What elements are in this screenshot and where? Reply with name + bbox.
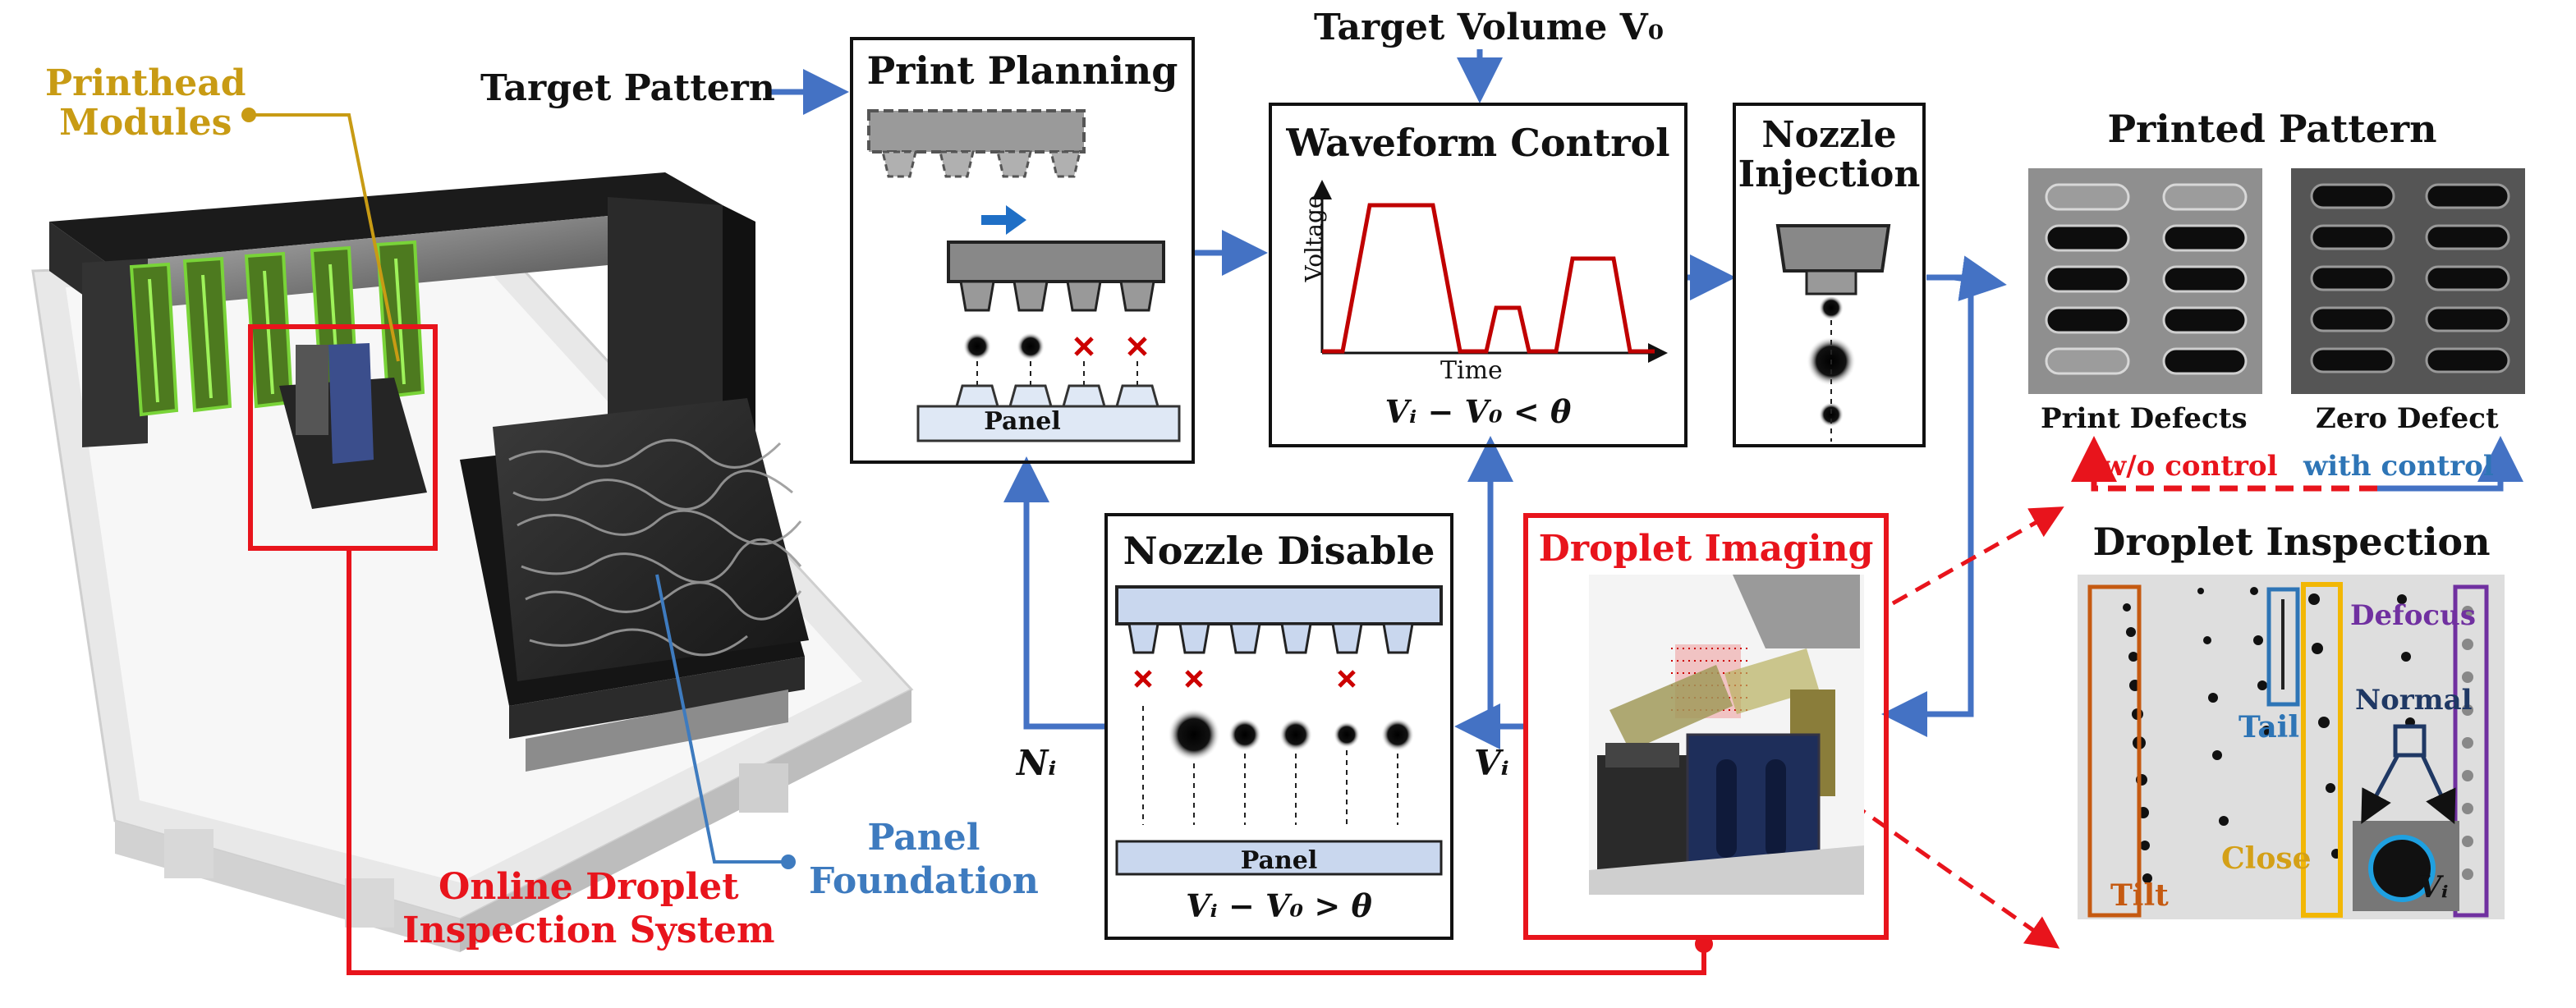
droplet-inspection-art [2078, 575, 2505, 919]
nozzle-disable-condition: Vᵢ − V₀ > θ [1186, 887, 1372, 924]
droplet-imaging-box: Droplet Imaging [1523, 513, 1889, 940]
print-planning-title: Print Planning [866, 48, 1178, 93]
droplet-inspection-title: Droplet Inspection [2092, 520, 2491, 564]
target-volume-label: Target Volume V₀ [1314, 7, 1665, 48]
droplet-imaging-title: Droplet Imaging [1538, 528, 1874, 570]
print-planning-panel-label: Panel [984, 407, 1061, 436]
inspection-v-i-label: Vᵢ [2418, 870, 2449, 905]
zero-defect-label: Zero Defect [2316, 402, 2499, 435]
printhead-modules-label: Printhead Modules [45, 62, 246, 144]
waveform-ylabel: Voltage [1300, 195, 1328, 282]
online-system-label: Online Droplet Inspection System [402, 866, 775, 951]
printed-pattern-title: Printed Pattern [2107, 107, 2437, 151]
nozzle-injection-title: Nozzle Injection [1738, 114, 1921, 196]
tilt-label: Tilt [2110, 878, 2169, 913]
normal-label: Normal [2355, 684, 2473, 717]
nozzle-injection-art [1775, 224, 1891, 442]
tail-label: Tail [2239, 710, 2300, 745]
nozzle-disable-art [1115, 585, 1443, 876]
print-planning-art [867, 109, 1181, 442]
printed-pattern-art [2028, 168, 2525, 394]
waveform-control-box: Waveform Control Voltage Time Vᵢ − V₀ < … [1269, 103, 1687, 447]
print-defects-label: Print Defects [2041, 402, 2248, 435]
waveform-xlabel: Time [1440, 356, 1503, 385]
waveform-condition: Vᵢ − V₀ < θ [1384, 393, 1572, 430]
nozzle-disable-title: Nozzle Disable [1123, 529, 1435, 573]
nozzle-injection-box: Nozzle Injection [1733, 103, 1926, 447]
printhead-modules-illustration [129, 240, 425, 417]
printer-illustration [31, 172, 914, 952]
print-planning-box: Print Planning Panel [850, 37, 1195, 464]
nozzle-disable-box: Nozzle Disable Panel Vᵢ − V₀ > θ [1104, 513, 1453, 940]
waveform-art [1312, 180, 1668, 363]
v-i-left-label: Vᵢ [1474, 743, 1509, 783]
nozzle-disable-panel-label: Panel [1240, 846, 1318, 875]
waveform-control-title: Waveform Control [1286, 121, 1670, 165]
defocus-label: Defocus [2350, 599, 2476, 632]
droplet-imaging-art [1589, 575, 1864, 895]
with-control-label: with control [2303, 450, 2494, 483]
target-pattern-label: Target Pattern [480, 67, 775, 109]
n-i-label: Nᵢ [1017, 743, 1057, 783]
panel-foundation-label: Panel Foundation [809, 817, 1039, 902]
close-label: Close [2221, 841, 2312, 876]
wo-control-label: w/o control [2102, 450, 2278, 483]
